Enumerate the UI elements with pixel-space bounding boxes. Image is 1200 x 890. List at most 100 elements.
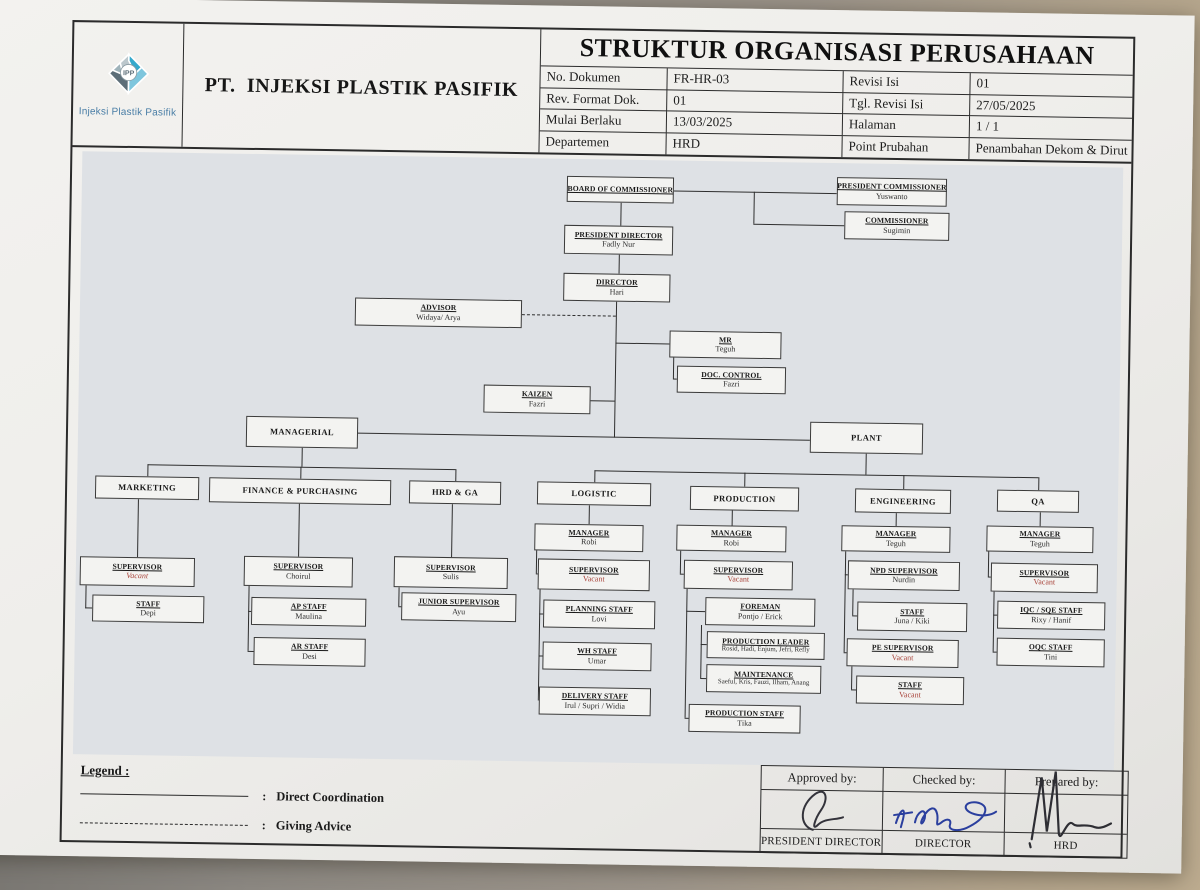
org-box-title: MANAGER: [568, 527, 610, 538]
org-box-title: KAIZEN: [521, 389, 553, 400]
org-box-title: COMMISSIONER: [865, 215, 929, 226]
director-signature: [887, 789, 1000, 835]
org-box-title: MANAGER: [711, 528, 752, 539]
org-box-title: PLANT: [851, 432, 882, 444]
org-box-person: Teguh: [715, 344, 736, 354]
connector-line: [686, 610, 706, 613]
document-header: IPP Injeksi Plastik Pasifik PT. INJEKSI …: [72, 22, 1134, 164]
org-box-title: STAFF: [898, 680, 923, 690]
info-label: Halaman: [842, 114, 971, 138]
legend-label: Giving Advice: [275, 818, 352, 834]
org-box-title: STAFF: [136, 599, 161, 609]
document-frame: IPP Injeksi Plastik Pasifik PT. INJEKSI …: [59, 20, 1136, 859]
org-box-title: PE SUPERVISOR: [871, 643, 934, 654]
org-box-person: Sugimin: [883, 225, 911, 235]
info-value: HRD: [666, 132, 843, 158]
org-box-title: LOGISTIC: [571, 488, 617, 500]
document-info-cell: STRUKTUR ORGANISASI PERUSAHAAN No. Dokum…: [539, 29, 1134, 161]
org-box-title: SUPERVISOR: [568, 564, 619, 575]
org-box-title: SUPERVISOR: [713, 565, 764, 575]
connector-line: [865, 453, 867, 475]
connector-line: [357, 432, 810, 441]
org-box-person: Teguh: [885, 538, 906, 548]
org-box-title: ENGINEERING: [870, 495, 936, 507]
org-box-person: Ayu: [452, 606, 466, 616]
connector-line: [147, 464, 149, 477]
connector-line: [843, 551, 847, 653]
org-box-plant: PLANT: [809, 421, 924, 455]
connector-line: [852, 589, 854, 616]
org-box-person: Irul / Supri / Widia: [564, 700, 626, 711]
org-box-person: Vacant: [891, 652, 914, 662]
org-box-person: Fadly Nur: [602, 239, 635, 249]
org-box-person: Rixy / Hanif: [1031, 614, 1072, 625]
org-box-person: Robi: [723, 537, 740, 548]
org-box-person: Umar: [587, 655, 607, 666]
connector-line: [451, 504, 454, 558]
connector-line: [620, 202, 622, 226]
president-director-signature-cell: [760, 789, 884, 831]
connector-line: [895, 513, 898, 527]
legend: Legend : : Direct Coordination : Giving …: [79, 762, 441, 850]
connector-line: [903, 475, 905, 490]
connector-line: [588, 505, 591, 525]
hrd-signature: [1018, 769, 1115, 848]
info-label: Point Prubahan: [842, 135, 970, 160]
connector-line: [590, 400, 615, 402]
legend-label: Direct Coordination: [276, 789, 385, 806]
connector-line: [247, 585, 250, 651]
connector-line: [753, 223, 845, 227]
org-box-title: SUPERVISOR: [1019, 567, 1070, 578]
company-name-cell: PT. INJEKSI PLASTIK PASIFIK: [182, 23, 542, 153]
document-info-table: No. Dokumen FR-HR-03 Revisi Isi 01 Rev. …: [539, 66, 1133, 161]
org-box-person: Pontjo / Erick: [737, 611, 783, 621]
connector-line: [298, 503, 301, 557]
org-box-qa: QA: [996, 489, 1080, 513]
connector-line: [672, 357, 675, 379]
info-value: FR-HR-03: [667, 68, 844, 93]
org-box-person: Nurdin: [892, 575, 916, 585]
org-box-person: Desi: [302, 651, 317, 661]
org-box-person: Robi: [580, 537, 597, 547]
connector-line: [731, 510, 734, 526]
org-box-title: AR STAFF: [290, 642, 329, 652]
info-label: Departemen: [539, 130, 667, 155]
org-box-person: Juna / Kiki: [894, 616, 930, 626]
org-box-title: MANAGERIAL: [269, 426, 335, 438]
org-box-person: Depi: [140, 608, 157, 618]
scanned-paper: IPP Injeksi Plastik Pasifik PT. INJEKSI …: [0, 0, 1195, 874]
org-box-title: PRODUCTION: [713, 493, 776, 505]
info-label: Rev. Format Dok.: [540, 87, 668, 112]
org-box-engineering: ENGINEERING: [854, 488, 952, 514]
info-value: 13/03/2025: [666, 111, 844, 136]
connector-line: [987, 551, 990, 577]
org-box-production: PRODUCTION: [689, 485, 800, 512]
connector-line: [398, 587, 400, 607]
dashed-line-sample: [79, 822, 248, 826]
legend-colon: :: [262, 789, 267, 804]
org-box-title: WH STAFF: [577, 646, 618, 657]
connector-line: [1039, 512, 1042, 527]
org-box-title: SUPERVISOR: [273, 561, 324, 572]
org-box-person: Lovi: [591, 613, 607, 624]
org-box-title: PLANNING STAFF: [565, 604, 633, 615]
